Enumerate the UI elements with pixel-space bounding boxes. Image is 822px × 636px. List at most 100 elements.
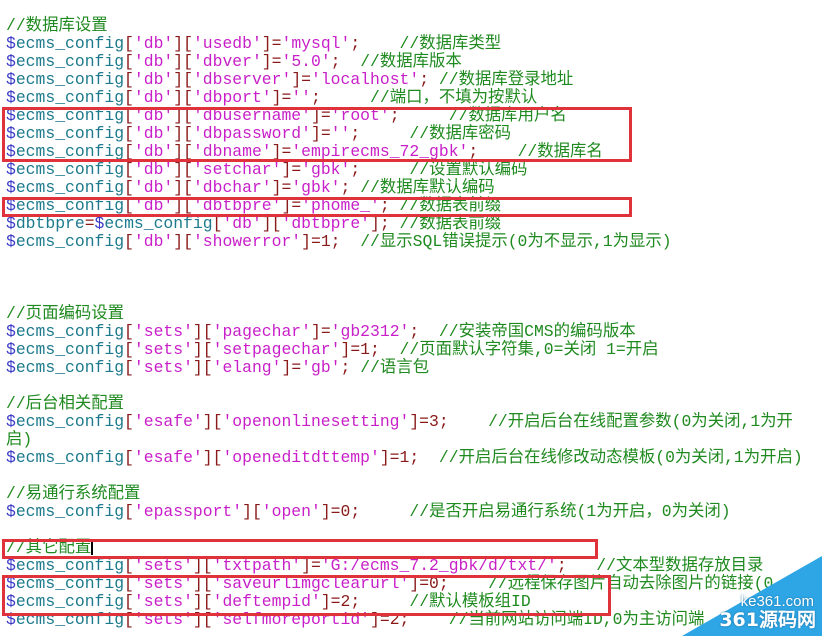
code-line[interactable]: //页面编码设置 (6, 305, 803, 323)
code-line[interactable]: $ecms_config['sets']['setpagechar']=1; /… (6, 341, 803, 359)
code-token: ; (419, 70, 430, 89)
code-token: ecms_config (15, 70, 125, 89)
code-token: 1 (399, 448, 410, 467)
code-token: 0 (429, 574, 439, 593)
code-token: [ (202, 556, 213, 575)
code-token: ] (281, 358, 292, 377)
code-line[interactable]: $dbtbpre=$ecms_config['db']['dbtbpre']; … (6, 215, 803, 233)
code-token: ecms_config (15, 34, 125, 53)
code-token: ] (173, 142, 184, 161)
code-comment: //是否开启易通行系统(1为开启，0为关闭) (409, 502, 731, 521)
code-token: ecms_config (15, 88, 125, 107)
code-token: = (320, 124, 331, 143)
code-token: ; (556, 556, 567, 575)
code-token: = (281, 88, 292, 107)
code-comment: //页面默认字符集,0=关闭 1=开启 (399, 340, 659, 359)
code-line[interactable] (6, 251, 803, 269)
code-line[interactable]: //其它配置 (6, 539, 803, 557)
code-token: ecms_config (15, 502, 125, 521)
code-line[interactable]: $ecms_config['sets']['elang']='gb'; //语言… (6, 359, 803, 377)
code-line[interactable]: $ecms_config['db']['dbport']=''; //端口，不填… (6, 89, 803, 107)
code-token: 'sets' (133, 340, 193, 359)
code-token: ] (271, 88, 282, 107)
code-line[interactable]: //易通行系统配置 (6, 485, 803, 503)
code-token: 'sets' (133, 358, 193, 377)
code-token: ecms_config (15, 412, 125, 431)
code-line[interactable] (6, 377, 803, 395)
code-token: ] (192, 340, 203, 359)
code-token: ecms_config (15, 106, 125, 125)
code-line[interactable]: $ecms_config['sets']['pagechar']='gb2312… (6, 323, 803, 341)
code-line[interactable]: $ecms_config['esafe']['openeditdttemp']=… (6, 449, 803, 467)
code-token: ecms_config (15, 340, 125, 359)
code-line[interactable] (6, 521, 803, 539)
code-token: 'db' (133, 142, 174, 161)
code-line[interactable]: $ecms_config['db']['setchar']='gbk'; //设… (6, 161, 803, 179)
code-token: $ (6, 52, 16, 71)
code-comment: //数据表前缀 (399, 196, 502, 215)
code-comment: //开启后台在线修改动态模板(0为关闭,1为开启) (438, 448, 803, 467)
code-token: ecms_config (15, 124, 125, 143)
code-token: 'db' (133, 106, 174, 125)
code-line[interactable]: //数据库设置 (6, 17, 803, 35)
code-line[interactable]: 启) (6, 431, 803, 449)
code-token: $ (6, 178, 16, 197)
code-line[interactable]: $ecms_config['db']['usedb']='mysql'; //数… (6, 35, 803, 53)
code-token: [ (124, 88, 134, 107)
code-line[interactable]: $ecms_config['sets']['txtpath']='G:/ecms… (6, 557, 803, 575)
code-line[interactable]: $ecms_config['esafe']['openonlinesetting… (6, 413, 803, 431)
code-line[interactable]: $ecms_config['db']['dbusername']='root';… (6, 107, 803, 125)
code-line[interactable]: $ecms_config['sets']['deftempid']=2; //默… (6, 593, 803, 611)
code-line[interactable] (6, 467, 803, 485)
code-token: 'dbtbpre' (192, 196, 282, 215)
code-token: 'gbk' (291, 178, 341, 197)
code-line[interactable]: $ecms_config['epassport']['open']=0; //是… (6, 503, 803, 521)
code-token: '5.0' (281, 52, 331, 71)
code-line[interactable] (6, 269, 803, 287)
code-comment: 启) (6, 430, 33, 449)
code-comment: //数据库名 (517, 142, 603, 161)
code-token: 2 (389, 610, 400, 629)
code-line[interactable]: //后台相关配置 (6, 395, 803, 413)
code-token: 'sets' (133, 574, 193, 593)
code-editor[interactable]: //数据库设置$ecms_config['db']['usedb']='mysq… (6, 17, 803, 629)
code-line[interactable]: $ecms_config['db']['dbchar']='gbk'; //数据… (6, 179, 803, 197)
code-token: 'openonlinesetting' (222, 412, 410, 431)
code-token: ] (173, 196, 184, 215)
code-token: ] (281, 160, 292, 179)
code-token: 'showerror' (192, 232, 302, 251)
code-line[interactable] (6, 287, 803, 305)
code-line[interactable]: $ecms_config['db']['dbver']='5.0'; //数据库… (6, 53, 803, 71)
code-token: [ (271, 214, 282, 233)
code-token: [ (124, 574, 134, 593)
code-line[interactable]: $ecms_config['db']['dbserver']='localhos… (6, 71, 803, 89)
code-token: [ (124, 160, 134, 179)
code-token: [ (124, 106, 134, 125)
code-token: 'dbchar' (192, 178, 272, 197)
code-token: [ (183, 232, 193, 251)
code-token: ; (438, 412, 449, 431)
code-line[interactable]: $ecms_config['db']['dbpassword']=''; //数… (6, 125, 803, 143)
code-line[interactable]: $ecms_config['db']['dbtbpre']='phome_'; … (6, 197, 803, 215)
code-token: [ (183, 142, 193, 161)
code-token: ] (310, 322, 321, 341)
code-token: [ (183, 70, 193, 89)
code-comment: //易通行系统配置 (6, 484, 141, 503)
code-token (419, 448, 439, 467)
code-token: ] (192, 610, 203, 629)
code-token: = (389, 448, 400, 467)
code-token: [ (212, 214, 223, 233)
code-token: [ (124, 592, 134, 611)
code-token: 'gbk' (301, 160, 351, 179)
code-token (350, 358, 360, 377)
code-token: 'epassport' (133, 502, 243, 521)
code-token (360, 34, 399, 53)
code-line[interactable]: $ecms_config['db']['dbname']='empirecms_… (6, 143, 803, 161)
code-line[interactable]: $ecms_config['db']['showerror']=1; //显示S… (6, 233, 803, 251)
code-token: ] (173, 232, 184, 251)
code-token: [ (124, 322, 134, 341)
code-token: ] (192, 556, 203, 575)
code-token: ] (173, 178, 184, 197)
code-token: ] (192, 574, 203, 593)
code-token: ] (173, 70, 184, 89)
